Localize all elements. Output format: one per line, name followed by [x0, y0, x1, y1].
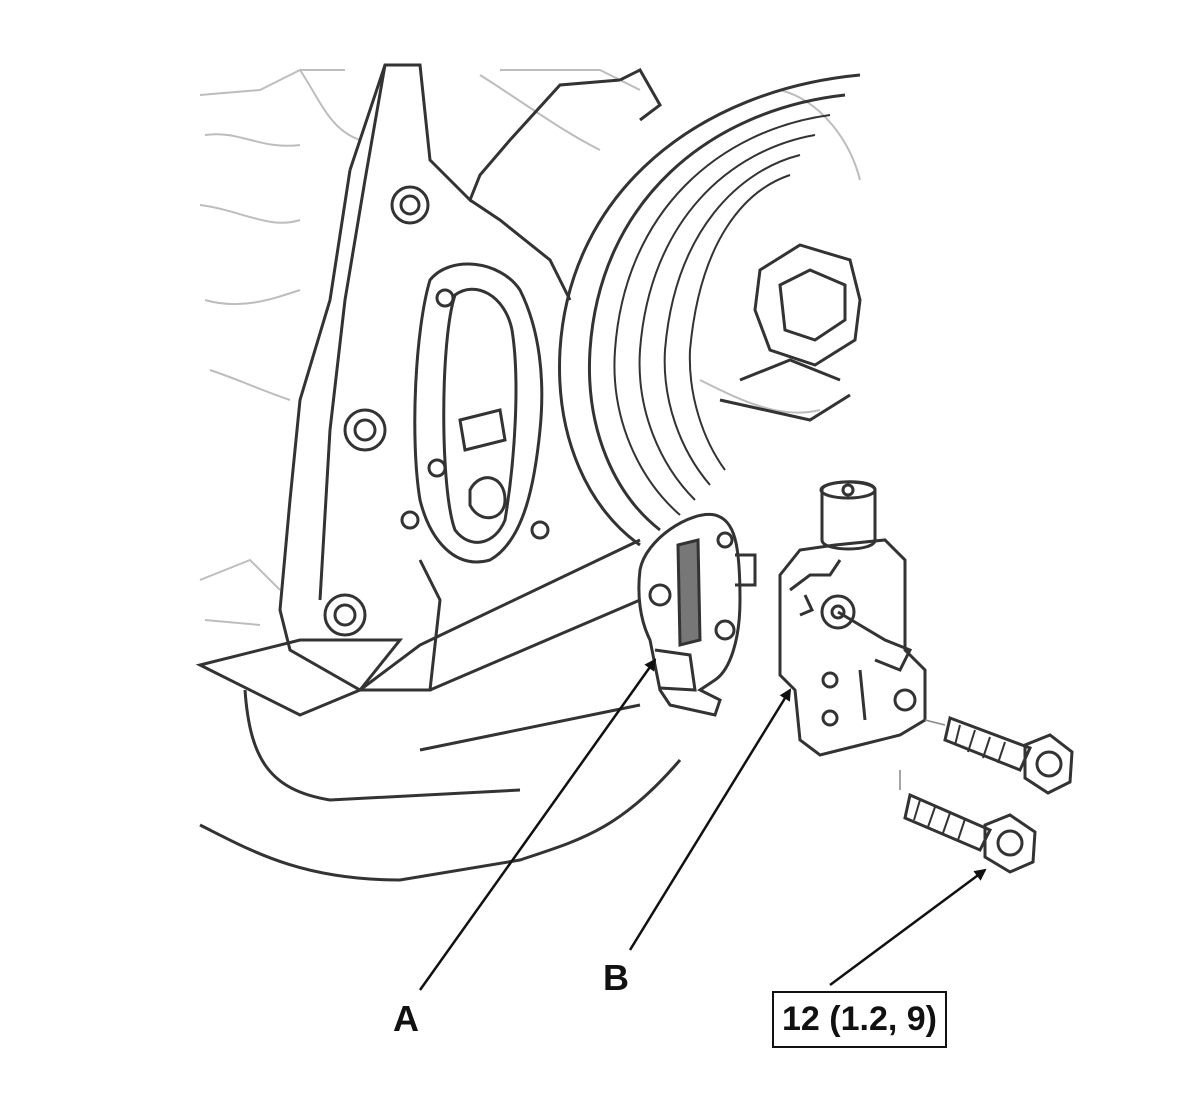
callout-label-b: B [603, 957, 629, 998]
alignment-lines [899, 719, 946, 790]
torque-spec-box: 12 (1.2, 9) [772, 991, 947, 1048]
oil-pan [195, 538, 682, 882]
mounting-bolt-upper [943, 715, 1074, 795]
engine-block-background [199, 69, 861, 626]
part-b-tensioner [778, 480, 927, 757]
callout-label-a: A [393, 998, 419, 1039]
part-a-bracket [637, 512, 757, 717]
leader-arrows [418, 658, 987, 991]
leader-arrow-a [418, 658, 657, 991]
timing-cover [278, 63, 662, 692]
leader-arrow-bolt [829, 868, 987, 987]
leader-arrow-b [628, 688, 792, 951]
mounting-bolt-lower [903, 792, 1037, 874]
crankshaft-pulley [558, 73, 862, 547]
